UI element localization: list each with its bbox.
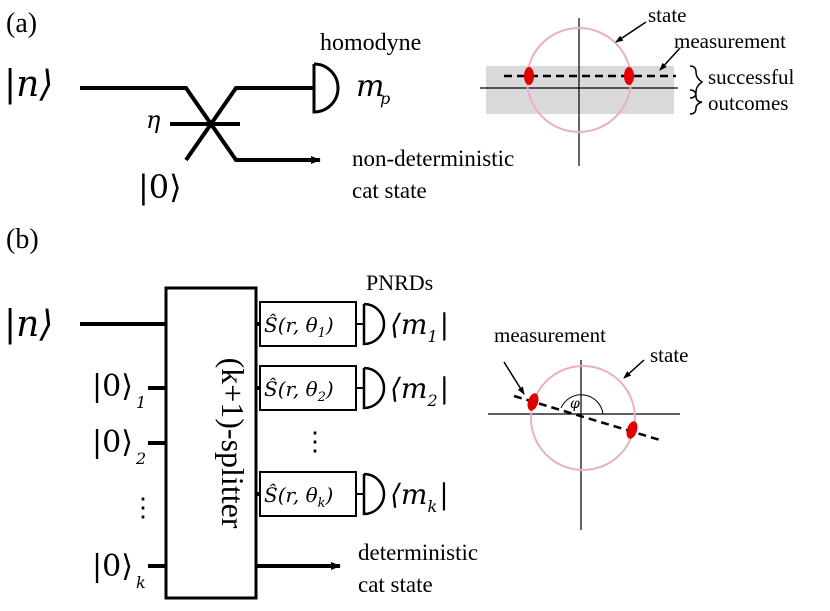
squeezer-op-2: Ŝ(r, θ2)	[264, 376, 334, 405]
measurement-pointer-a	[659, 47, 681, 71]
squeezer-box-2	[259, 365, 357, 411]
pnrds-label: PNRDs	[366, 270, 433, 295]
squeezer-dots: ⋮	[302, 427, 328, 457]
vacuum-dots: ⋮	[130, 493, 156, 523]
state-circle-b	[530, 365, 636, 471]
successful-label: successful	[708, 65, 794, 89]
beamsplitter-eta-label: η	[146, 106, 161, 134]
phase-space-b: φ measurement state	[488, 323, 688, 530]
k-plus-1-splitter-box	[164, 286, 258, 600]
splitter-label: (k+1)-splitter	[215, 358, 251, 529]
cat-state-label-b: cat state	[358, 572, 433, 597]
outcome-m: m	[356, 69, 384, 104]
panel-b: (b) |n⟩ |0⟩ 1 |0⟩ 2 ⋮ |0⟩ k (k+1)-splitt…	[4, 224, 688, 600]
homodyne-detector-icon	[312, 62, 340, 114]
panel-a-label: (a)	[6, 8, 37, 39]
state-pointer-a	[615, 21, 647, 43]
vacuum-input-1: |0⟩ 1	[92, 369, 166, 412]
state-blob-b-right	[626, 421, 638, 439]
pnrd-detector-icon-1	[362, 302, 386, 346]
panel-b-label: (b)	[6, 224, 39, 255]
input-state-n: |n⟩	[4, 64, 53, 105]
measurement-label-b: measurement	[494, 323, 606, 347]
phi-angle-arc	[560, 394, 604, 415]
state-label-a: state	[648, 3, 686, 27]
beamsplitter-lines	[80, 86, 321, 164]
cat-state-label-a: cat state	[352, 178, 427, 203]
outcome-sub-p: p	[380, 89, 390, 108]
non-deterministic-label: non-deterministic	[352, 146, 514, 171]
pnrd-detector-icon-2	[362, 366, 386, 410]
measurement-pointer-b	[503, 361, 525, 395]
squeezer-op-k: Ŝ(r, θk)	[264, 482, 333, 511]
homodyne-label: homodyne	[320, 30, 421, 56]
squeezer-row-2: Ŝ(r, θ2) ⟨m2|	[256, 365, 449, 411]
phase-space-a: state measurement successful outcomes	[480, 3, 794, 166]
measurement-label-a: measurement	[674, 29, 786, 53]
input-state-n-b: |n⟩	[4, 304, 53, 345]
vacuum-input-k: |0⟩ k	[92, 549, 166, 592]
state-pointer-b	[623, 359, 645, 379]
state-label-b: state	[650, 343, 688, 367]
vacuum-sub-k: k	[136, 573, 146, 592]
reflected-path	[184, 86, 313, 162]
state-blob-left	[524, 67, 534, 85]
outcomes-brace-bottom	[689, 89, 703, 115]
outcomes-label: outcomes	[708, 91, 788, 115]
pnrd-detector-icon-k	[362, 472, 386, 516]
vacuum-ket-1: |0⟩	[92, 369, 133, 404]
pnrd-outcome-2: ⟨m2|	[390, 372, 449, 410]
vacuum-input-2: |0⟩ 2	[92, 425, 166, 468]
deterministic-label: deterministic	[358, 540, 478, 565]
vacuum-state: |0⟩	[138, 168, 182, 206]
vacuum-sub-2: 2	[135, 449, 146, 468]
phi-label: φ	[570, 396, 580, 412]
state-blob-right	[624, 67, 634, 85]
successful-outcomes-band	[486, 66, 674, 114]
pnrd-outcome-k: ⟨mk|	[390, 478, 449, 516]
squeezer-op-1: Ŝ(r, θ1)	[264, 312, 334, 341]
state-blob-b-left	[527, 393, 539, 411]
panel-a: (a) |n⟩ |0⟩ η homodyne m p non-determini…	[4, 3, 794, 206]
squeezer-row-1: Ŝ(r, θ1) ⟨m1|	[256, 301, 449, 347]
vacuum-ket-k: |0⟩	[92, 549, 133, 584]
pnrd-outcome-1: ⟨m1|	[390, 308, 449, 346]
vacuum-sub-1: 1	[136, 393, 146, 412]
squeezer-row-k: Ŝ(r, θk) ⟨mk|	[256, 471, 449, 517]
vacuum-ket-2: |0⟩	[92, 425, 133, 460]
squeezer-box-k	[259, 471, 357, 517]
